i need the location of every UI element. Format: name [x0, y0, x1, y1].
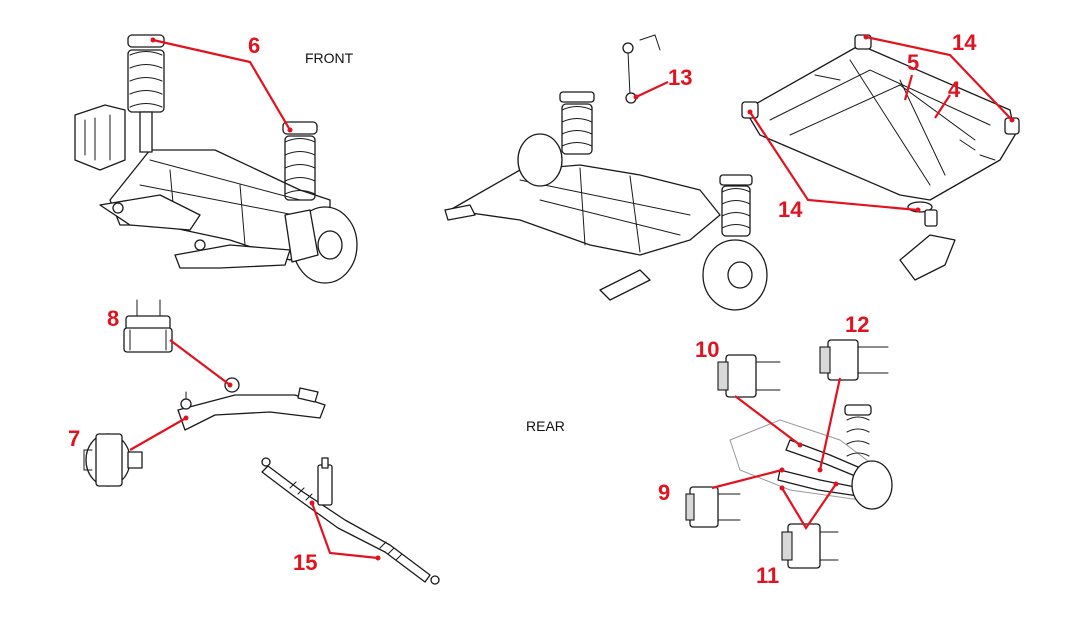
bushing-9: [685, 486, 741, 528]
section-labels: FRONT REAR: [305, 50, 565, 434]
callout-10: 10: [695, 337, 719, 362]
callout-14-top: 14: [952, 30, 977, 55]
callout-13: 13: [668, 65, 692, 90]
callout-12: 12: [845, 312, 869, 337]
bushing-8: [123, 299, 173, 353]
callout-8: 8: [107, 306, 119, 331]
callout-leaders: [129, 34, 1015, 561]
rear-lower-arms: [729, 404, 893, 510]
callout-6: 6: [248, 33, 260, 58]
callout-9: 9: [658, 480, 670, 505]
callout-numbers: 6 13 14 5 4 14 8 7 15 10 12 9 11: [68, 30, 977, 588]
front-suspension-assembly: [74, 34, 358, 284]
callout-4: 4: [948, 77, 961, 102]
bushing-7: [83, 433, 143, 487]
callout-5: 5: [907, 50, 919, 75]
subframe-assembly: [741, 34, 1020, 281]
rear-label: REAR: [526, 418, 565, 434]
bushing-11: [781, 523, 839, 569]
bushing-12: [819, 339, 889, 381]
rear-suspension-assembly: [444, 34, 768, 311]
front-label: FRONT: [305, 50, 354, 66]
callout-7: 7: [68, 426, 80, 451]
steering-rack: [261, 457, 440, 585]
callout-14-bottom: 14: [778, 197, 803, 222]
bushing-10: [717, 354, 781, 398]
callout-15: 15: [293, 550, 317, 575]
callout-11: 11: [756, 563, 779, 588]
front-lower-control-arm: [177, 377, 326, 431]
